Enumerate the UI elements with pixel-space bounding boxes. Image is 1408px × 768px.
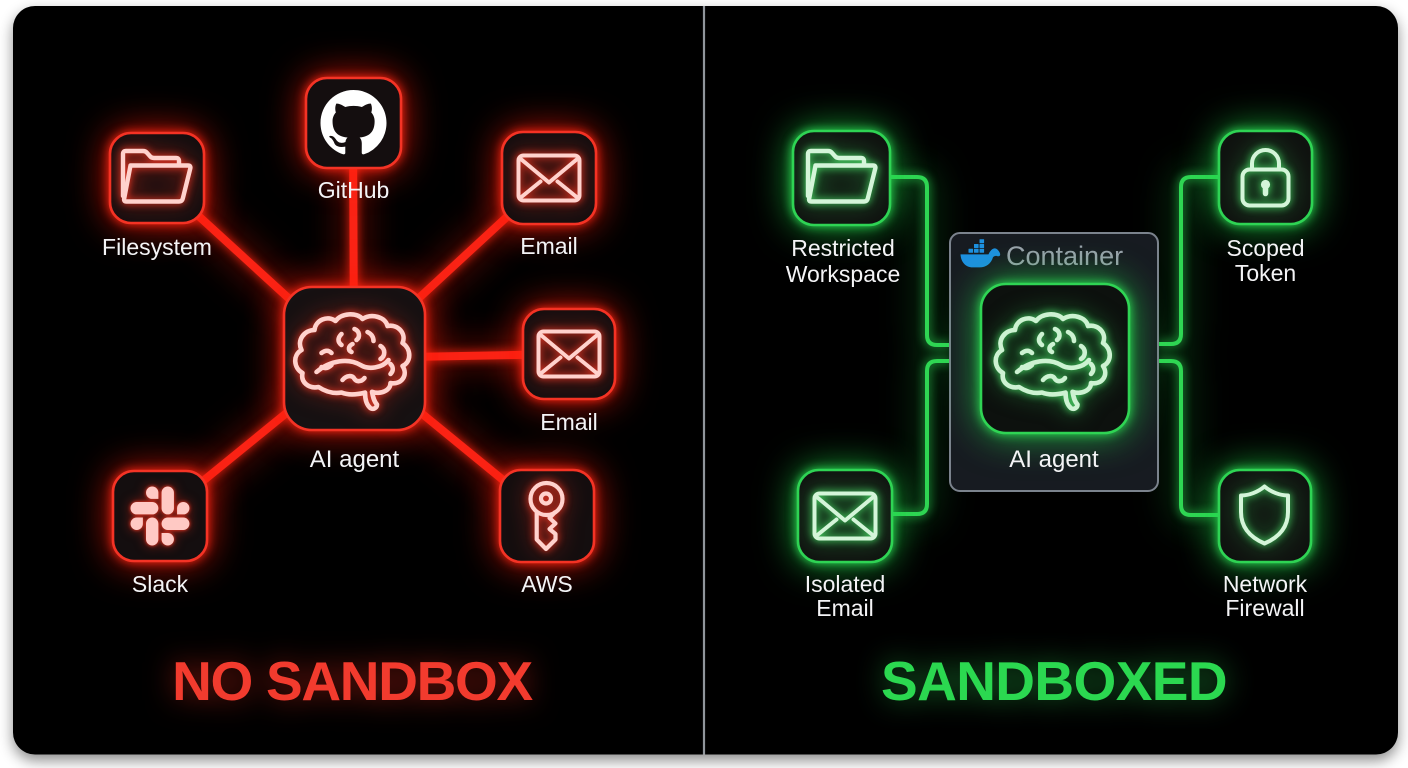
svg-text:Workspace: Workspace [786, 261, 901, 287]
svg-text:GitHub: GitHub [318, 177, 390, 203]
svg-text:Filesystem: Filesystem [102, 234, 212, 260]
svg-text:AI agent: AI agent [1009, 446, 1099, 473]
svg-text:Email: Email [816, 595, 874, 621]
svg-text:SANDBOXED: SANDBOXED [881, 650, 1227, 712]
svg-text:Network: Network [1223, 571, 1308, 597]
svg-text:Email: Email [540, 409, 598, 435]
svg-text:Token: Token [1235, 260, 1296, 286]
svg-text:AWS: AWS [521, 571, 573, 597]
svg-text:Slack: Slack [132, 571, 189, 597]
svg-text:Container: Container [1006, 241, 1123, 271]
svg-text:Email: Email [520, 233, 578, 259]
svg-text:Restricted: Restricted [791, 235, 895, 261]
svg-text:Scoped: Scoped [1226, 235, 1304, 261]
svg-text:Isolated: Isolated [805, 571, 886, 597]
svg-text:Firewall: Firewall [1225, 595, 1304, 621]
svg-text:AI agent: AI agent [310, 446, 400, 473]
svg-text:NO SANDBOX: NO SANDBOX [172, 650, 533, 712]
